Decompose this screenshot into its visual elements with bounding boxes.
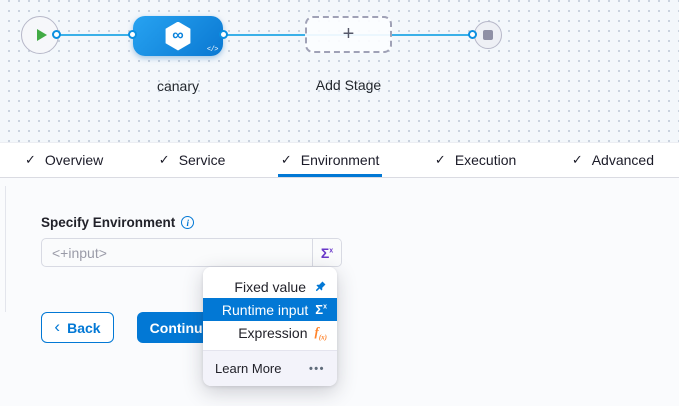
menu-item-fixed-value[interactable]: Fixed value: [203, 275, 337, 298]
check-icon: ✓: [158, 151, 170, 167]
specify-environment-label-row: Specify Environment i: [41, 215, 195, 230]
stage-tabbar: ✓ Overview ✓ Service ✓ Environment ✓ Exe…: [0, 142, 679, 178]
menu-item-expression[interactable]: Expression f(x): [203, 321, 337, 344]
tab-overview[interactable]: ✓ Overview: [22, 143, 106, 177]
continue-button[interactable]: Continue: [137, 312, 223, 343]
back-button-label: Back: [67, 319, 101, 336]
tab-advanced[interactable]: ✓ Advanced: [569, 143, 657, 177]
add-stage-button[interactable]: +: [305, 16, 392, 53]
value-type-menu: Fixed value Runtime input Σx Expression …: [203, 267, 337, 350]
panel-edge-line: [5, 186, 6, 312]
connector-port: [468, 30, 477, 39]
multi-type-selector-button[interactable]: Σx: [312, 239, 341, 266]
menu-item-label: Fixed value: [234, 278, 306, 295]
stage-name-label: canary: [156, 78, 200, 94]
chevron-left-icon: ‹: [54, 317, 61, 336]
field-label: Specify Environment: [41, 215, 176, 230]
flow-connector-line: [57, 34, 474, 36]
environment-input[interactable]: [42, 239, 312, 266]
connector-port: [128, 30, 137, 39]
menu-item-label: Expression: [238, 324, 308, 341]
pipeline-canvas[interactable]: ∞ </> canary + Add Stage: [0, 0, 679, 142]
menu-item-runtime-input[interactable]: Runtime input Σx: [203, 298, 337, 321]
more-options-icon[interactable]: •••: [308, 362, 325, 375]
pin-icon: [313, 280, 327, 294]
connector-port: [52, 30, 61, 39]
tab-label: Overview: [44, 151, 104, 168]
learn-more-link[interactable]: Learn More: [215, 361, 282, 376]
fx-icon: f(x): [314, 323, 327, 342]
tab-execution[interactable]: ✓ Execution: [432, 143, 519, 177]
stop-icon: [483, 30, 493, 40]
tab-environment[interactable]: ✓ Environment: [277, 143, 383, 177]
tab-service[interactable]: ✓ Service: [156, 143, 229, 177]
connector-port: [219, 30, 228, 39]
sigma-icon: Σx: [315, 302, 327, 317]
tab-label: Service: [178, 151, 226, 168]
sigma-icon: Σx: [320, 244, 334, 261]
check-icon: ✓: [280, 151, 292, 167]
tab-label: Environment: [300, 151, 380, 168]
play-icon: [37, 29, 47, 41]
deployment-hexagon-icon: ∞: [165, 21, 191, 51]
menu-item-label: Runtime input: [221, 301, 309, 318]
tab-label: Advanced: [591, 151, 654, 168]
continue-button-label: Continue: [149, 319, 211, 336]
add-stage-label: Add Stage: [315, 77, 382, 93]
dropdown-footer: Learn More •••: [203, 350, 337, 386]
environment-input-group: Σx: [41, 238, 342, 267]
check-icon: ✓: [571, 151, 583, 167]
check-icon: ✓: [25, 151, 36, 167]
stage-node-canary[interactable]: ∞ </>: [133, 16, 223, 56]
value-type-dropdown: Fixed value Runtime input Σx Expression …: [203, 267, 337, 386]
check-icon: ✓: [434, 151, 446, 167]
tab-label: Execution: [454, 151, 517, 168]
info-icon[interactable]: i: [181, 216, 195, 229]
pipeline-end-node[interactable]: [474, 21, 502, 49]
plus-icon: +: [342, 23, 355, 45]
back-button[interactable]: ‹ Back: [41, 312, 114, 343]
code-icon: </>: [206, 46, 219, 54]
